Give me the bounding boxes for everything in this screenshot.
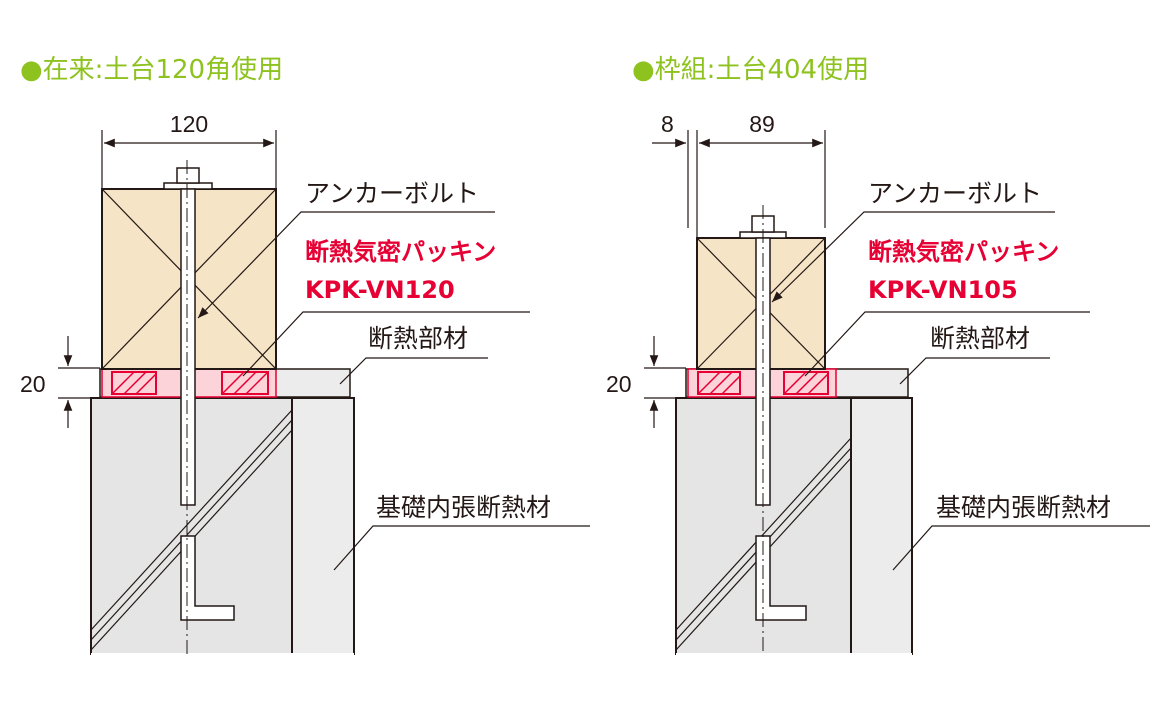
left-packing-model: KPK-VN120 [305, 276, 455, 304]
left-diagram: ●在来:土台120角使用 [20, 55, 590, 655]
left-anchor-bolt-label: アンカーボルト [305, 179, 479, 208]
right-dim-width: 89 8 [652, 111, 826, 238]
right-packing-name: 断熱気密パッキン [868, 238, 1059, 266]
left-foundation-insulation-board [291, 397, 355, 655]
left-insulation-member-label: 断熱部材 [368, 324, 468, 353]
left-dim-height: 20 [20, 336, 100, 428]
right-dim-height-label: 20 [606, 371, 632, 397]
left-title: ●在来:土台120角使用 [20, 55, 283, 85]
left-foundation-insulation-label: 基礎内張断熱材 [376, 493, 551, 522]
right-dim-offset-label: 8 [661, 111, 674, 137]
right-anchor-bolt [739, 205, 807, 654]
right-foundation-insulation-board [850, 397, 913, 655]
right-packing-model: KPK-VN105 [868, 276, 1018, 304]
left-dim-width-label: 120 [170, 111, 208, 137]
left-dim-height-label: 20 [20, 371, 46, 397]
left-anchor-bolt [163, 160, 235, 654]
right-diagram: ●枠組:土台404使用 [606, 55, 1150, 655]
left-packing-name: 断熱気密パッキン [305, 238, 496, 266]
right-insulation-member-label: 断熱部材 [930, 324, 1030, 353]
right-leaders [771, 211, 1150, 571]
left-dim-width: 120 [101, 111, 277, 189]
right-anchor-bolt-label: アンカーボルト [868, 179, 1042, 208]
right-title: ●枠組:土台404使用 [632, 55, 869, 85]
left-leaders [197, 211, 590, 571]
right-foundation-insulation-label: 基礎内張断熱材 [936, 493, 1111, 522]
right-dim-height: 20 [606, 336, 686, 428]
right-dim-width-label: 89 [749, 111, 775, 137]
